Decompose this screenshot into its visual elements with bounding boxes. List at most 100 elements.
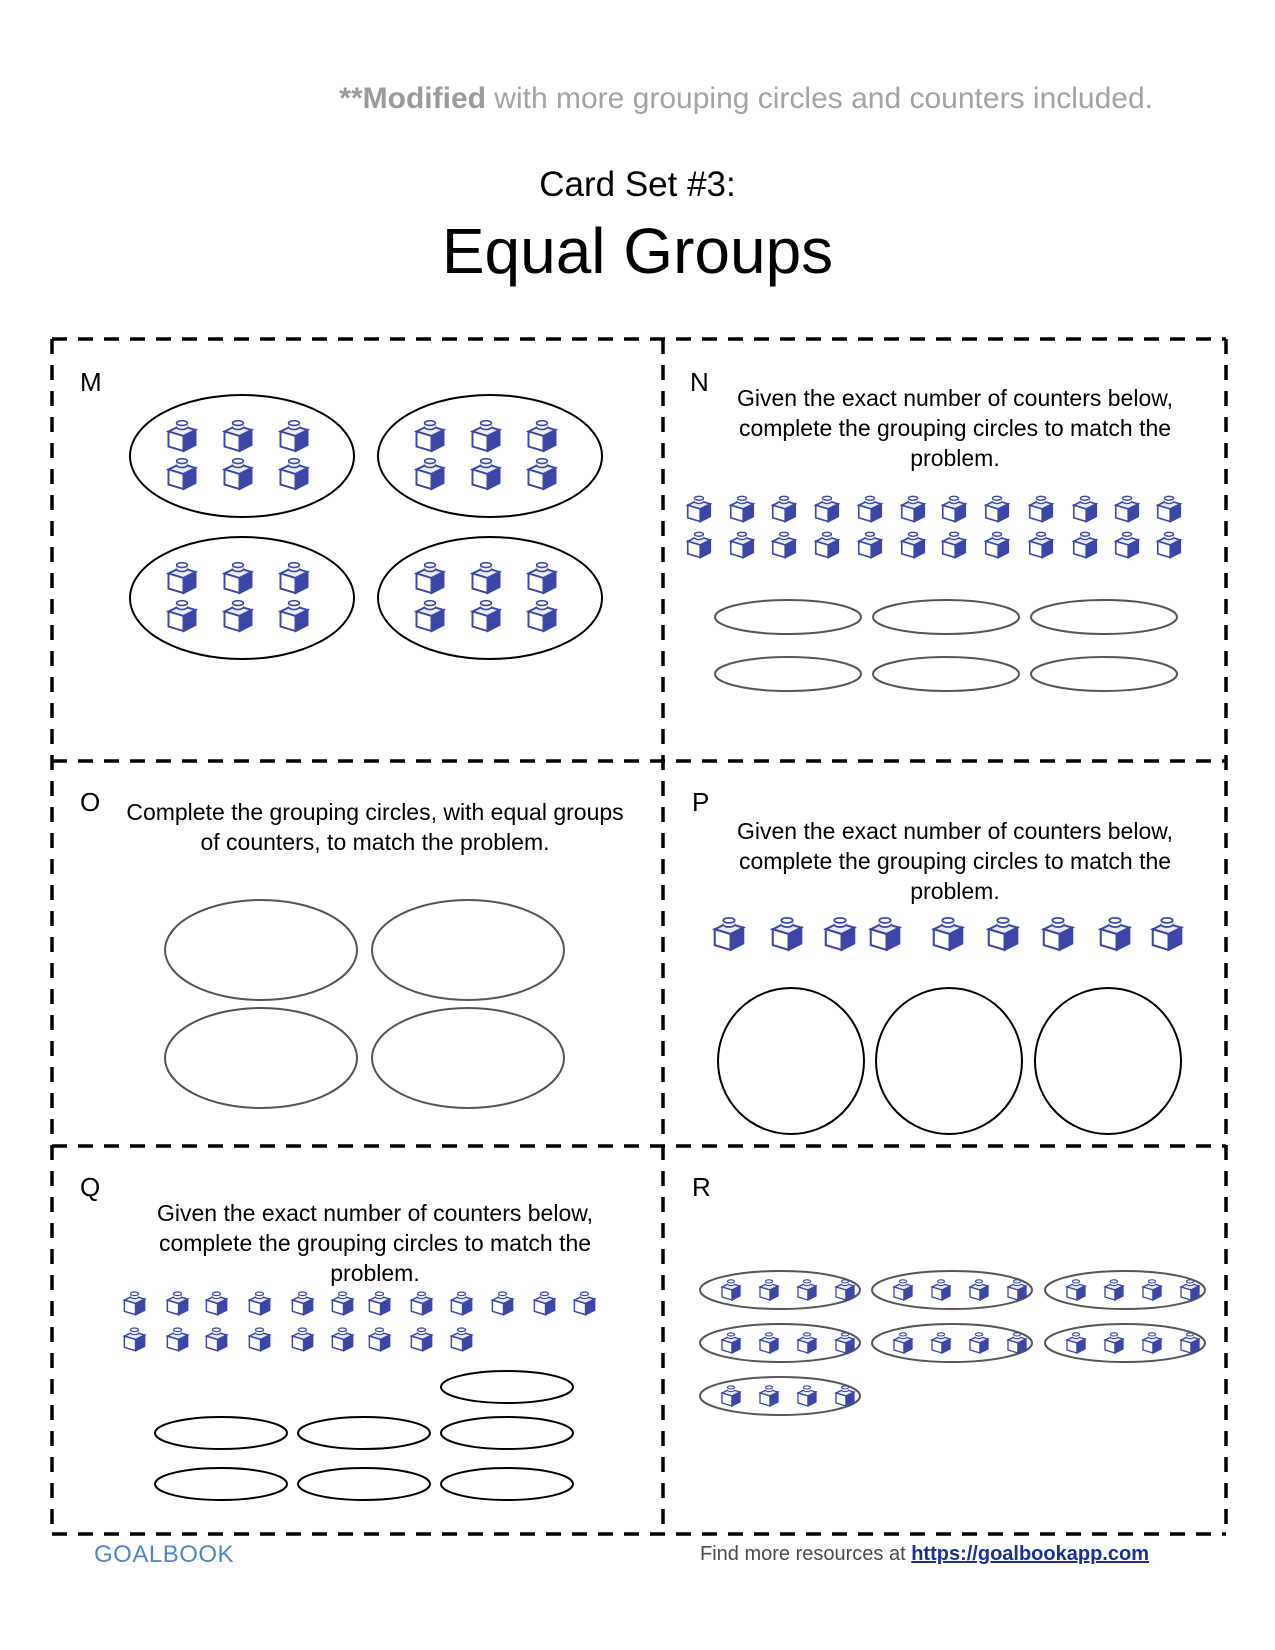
card-set-subtitle: Card Set #3: — [539, 165, 736, 204]
card-n-instruction: Given the exact number of counters below… — [737, 385, 1173, 471]
counter-cube-icon — [1104, 1279, 1124, 1301]
counter-cube-icon — [223, 561, 253, 594]
counter-cube-icon — [759, 1279, 779, 1301]
counter-cube-icon — [533, 1291, 556, 1316]
empty-grouping-oval — [297, 1416, 431, 1450]
counter-cube-icon — [1156, 495, 1182, 523]
counter-cube-icon — [223, 457, 253, 490]
counter-cube-icon — [1066, 1332, 1086, 1354]
goalbook-link[interactable]: https://goalbookapp.com — [911, 1543, 1149, 1565]
counter-cube-icon — [797, 1279, 817, 1301]
counter-cube-icon — [291, 1291, 314, 1316]
counter-cube-icon — [857, 531, 883, 559]
counter-cube-icon — [527, 561, 557, 594]
counter-cube-icon — [931, 1332, 951, 1354]
counter-cube-icon — [415, 419, 445, 452]
counter-cube-icon — [415, 561, 445, 594]
empty-grouping-oval — [164, 899, 358, 1001]
empty-grouping-oval — [872, 656, 1020, 692]
grouping-circle — [699, 1270, 861, 1310]
modified-rest: with more grouping circles and counters … — [485, 82, 1153, 115]
counter-cube-icon — [869, 916, 901, 951]
counter-cube-icon — [713, 916, 745, 951]
counter-cube-icon — [1072, 495, 1098, 523]
goalbook-logo: GOALBOOK — [94, 1541, 235, 1568]
counter-cube-icon — [450, 1291, 473, 1316]
counter-cube-icon — [771, 916, 803, 951]
empty-grouping-oval — [440, 1467, 574, 1501]
empty-grouping-oval — [1030, 599, 1178, 635]
card-label-n: N — [690, 367, 709, 397]
counter-cube-icon — [527, 457, 557, 490]
counter-cube-icon — [471, 457, 501, 490]
empty-grouping-circle — [875, 987, 1023, 1135]
grouping-circle — [377, 394, 603, 518]
counter-cube-icon — [410, 1327, 433, 1352]
card-label-p: P — [692, 787, 710, 817]
counter-cube-icon — [759, 1385, 779, 1407]
empty-grouping-circle — [1034, 987, 1182, 1135]
counter-cube-icon — [1028, 495, 1054, 523]
grouping-circle — [1044, 1323, 1206, 1363]
footer-resources: Find more resources at https://goalbooka… — [700, 1543, 1149, 1566]
empty-grouping-oval — [164, 1007, 358, 1109]
counter-cube-icon — [1028, 531, 1054, 559]
counter-cube-icon — [1072, 531, 1098, 559]
empty-grouping-oval — [440, 1370, 574, 1404]
counter-cube-icon — [1180, 1332, 1200, 1354]
counter-cube-icon — [167, 419, 197, 452]
counter-cube-icon — [824, 916, 856, 951]
counter-cube-icon — [759, 1332, 779, 1354]
modified-bold: **Modified — [339, 82, 486, 115]
counter-cube-icon — [900, 531, 926, 559]
counter-cube-icon — [1007, 1332, 1027, 1354]
card-label-m: M — [80, 367, 102, 397]
card-o-instruction: Complete the grouping circles, with equa… — [126, 799, 624, 855]
counter-cube-icon — [721, 1332, 741, 1354]
counter-cube-icon — [814, 531, 840, 559]
page-title: Equal Groups — [441, 215, 834, 287]
modified-note: **Modified with more grouping circles an… — [339, 82, 1153, 116]
grouping-circle — [377, 536, 603, 660]
counter-cube-icon — [279, 419, 309, 452]
counter-cube-icon — [1151, 916, 1183, 951]
counter-cube-icon — [814, 495, 840, 523]
grouping-circle — [699, 1376, 861, 1416]
counter-cube-icon — [415, 457, 445, 490]
counter-cube-icon — [166, 1327, 189, 1352]
empty-grouping-oval — [371, 899, 565, 1001]
counter-cube-icon — [248, 1327, 271, 1352]
counter-cube-icon — [721, 1385, 741, 1407]
counter-cube-icon — [248, 1291, 271, 1316]
grouping-circle — [871, 1323, 1033, 1363]
footer-resources-text: Find more resources at — [700, 1543, 912, 1565]
counter-cube-icon — [223, 419, 253, 452]
counter-cube-icon — [291, 1327, 314, 1352]
counter-cube-icon — [857, 495, 883, 523]
counter-cube-icon — [471, 561, 501, 594]
counter-cube-icon — [205, 1291, 228, 1316]
card-label-o: O — [80, 787, 101, 817]
counter-cube-icon — [941, 531, 967, 559]
counter-cube-icon — [410, 1291, 433, 1316]
counter-cube-icon — [1114, 495, 1140, 523]
empty-grouping-oval — [440, 1416, 574, 1450]
counter-cube-icon — [1142, 1279, 1162, 1301]
empty-grouping-oval — [154, 1467, 288, 1501]
counter-cube-icon — [1007, 1279, 1027, 1301]
counter-cube-icon — [721, 1279, 741, 1301]
grouping-circle — [1044, 1270, 1206, 1310]
empty-grouping-oval — [714, 599, 862, 635]
counter-cube-icon — [123, 1291, 146, 1316]
counter-cube-icon — [331, 1327, 354, 1352]
counter-cube-icon — [969, 1279, 989, 1301]
counter-cube-icon — [686, 531, 712, 559]
counter-cube-icon — [797, 1332, 817, 1354]
empty-grouping-oval — [1030, 656, 1178, 692]
empty-grouping-oval — [297, 1467, 431, 1501]
counter-cube-icon — [893, 1332, 913, 1354]
counter-cube-icon — [941, 495, 967, 523]
counter-cube-icon — [900, 495, 926, 523]
counter-cube-icon — [450, 1327, 473, 1352]
counter-cube-icon — [471, 419, 501, 452]
